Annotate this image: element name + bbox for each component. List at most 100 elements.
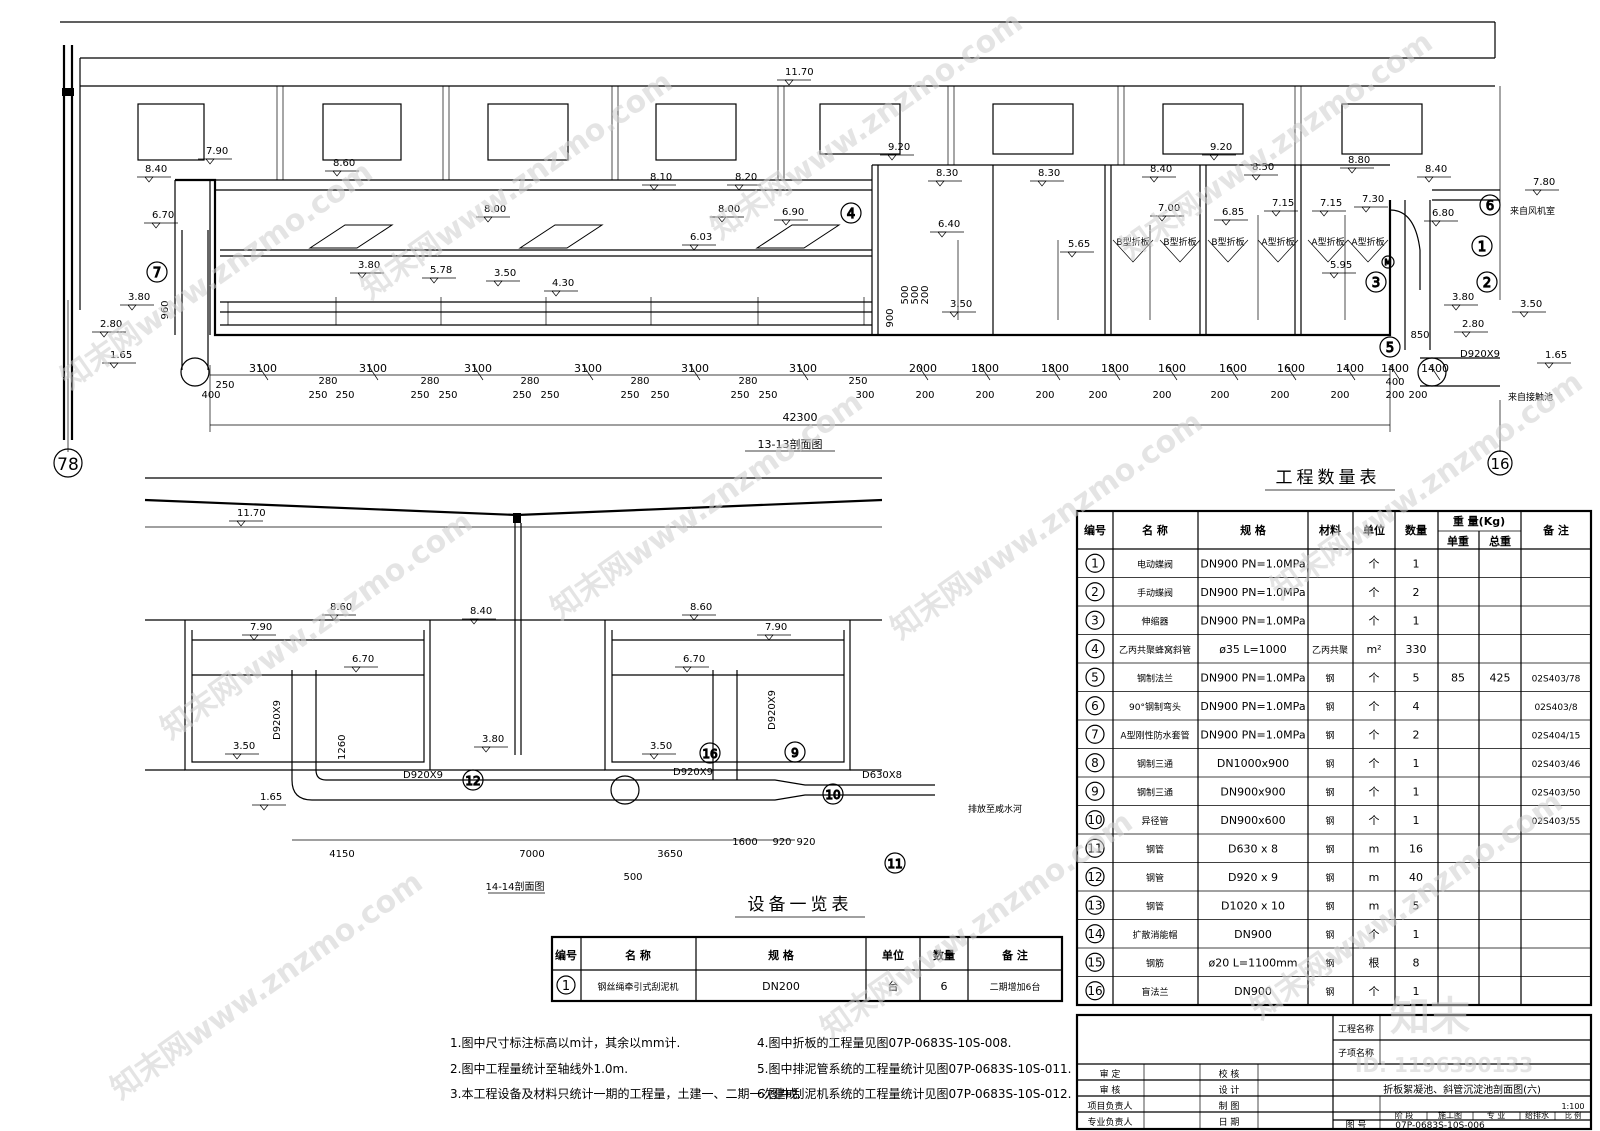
stage-label: 阶 段 bbox=[1395, 1110, 1414, 1120]
equipment-header: 备 注 bbox=[1001, 948, 1028, 962]
elevation-label: 7.80 bbox=[1533, 177, 1555, 188]
note-blower-room: 来自风机室 bbox=[1510, 205, 1555, 217]
quantity-header: 数量 bbox=[1405, 523, 1427, 537]
elevation-label: 6.85 bbox=[1222, 207, 1244, 218]
elevation-marker bbox=[1361, 206, 1371, 213]
quantity-cell: 8 bbox=[1413, 956, 1420, 969]
dimension-label: 500 bbox=[900, 285, 911, 304]
callout-number: 10 bbox=[825, 788, 840, 802]
note-line: 4.图中折板的工程量见图07P-0683S-10S-008. bbox=[757, 1035, 1011, 1050]
dimension-label: 1400 bbox=[1381, 362, 1409, 375]
equipment-cell: 二期增加6台 bbox=[990, 981, 1041, 993]
elevation-label: 5.95 bbox=[1330, 260, 1352, 271]
quantity-cell: 盲法兰 bbox=[1141, 986, 1168, 998]
dimension-label: 200 bbox=[975, 390, 994, 401]
quantity-cell: 7 bbox=[1091, 727, 1099, 741]
quantity-cell: 电动蝶阀 bbox=[1137, 558, 1173, 570]
elevation-label: 9.20 bbox=[888, 142, 910, 153]
dimension-label: 250 bbox=[540, 390, 559, 401]
dimension-label: 280 bbox=[520, 376, 539, 387]
quantity-cell: DN900 PN=1.0MPa bbox=[1200, 586, 1305, 599]
plate-label: B型折板 bbox=[1211, 236, 1244, 248]
scale-value: 1:100 bbox=[1561, 1102, 1584, 1111]
quantity-cell: 1 bbox=[1413, 757, 1420, 770]
elevation-marker bbox=[935, 180, 945, 187]
quantity-cell: 个 bbox=[1369, 928, 1380, 941]
row-number-circle bbox=[1085, 610, 1105, 630]
dimension-label: 1800 bbox=[1101, 362, 1129, 375]
equipment-header: 数量 bbox=[933, 948, 955, 962]
axis-left-label: 78 bbox=[57, 455, 79, 475]
row-number-circle bbox=[1085, 895, 1105, 915]
note-line: 5.图中排泥管系统的工程量统计见图07P-0683S-10S-011. bbox=[757, 1061, 1071, 1076]
elevation-marker bbox=[937, 231, 947, 238]
quantity-cell: 3 bbox=[1091, 613, 1099, 627]
elevation-label: 3.50 bbox=[1520, 299, 1542, 310]
plate-frame bbox=[1159, 239, 1201, 263]
quantity-cell: 钢制法兰 bbox=[1137, 672, 1173, 684]
title-block-cell: 校 核 bbox=[1219, 1068, 1240, 1080]
elevation-label: 7.90 bbox=[206, 146, 228, 157]
callout-number: 12 bbox=[465, 774, 480, 788]
quantity-cell: 330 bbox=[1406, 643, 1427, 656]
elevation-marker bbox=[259, 804, 269, 811]
quantity-cell: 15 bbox=[1087, 955, 1102, 969]
quantity-cell: 个 bbox=[1369, 728, 1380, 741]
callout-number: 1 bbox=[1478, 240, 1486, 255]
elevation-marker bbox=[1149, 176, 1159, 183]
quantity-cell: DN900 PN=1.0MPa bbox=[1200, 700, 1305, 713]
quantity-cell: 个 bbox=[1369, 671, 1380, 684]
elevation-marker bbox=[764, 634, 774, 641]
elevation-label: 8.40 bbox=[1150, 164, 1172, 175]
elevation-label: 3.50 bbox=[494, 268, 516, 279]
elevation-label: 3.50 bbox=[233, 741, 255, 752]
drawing-name: 折板絮凝池、斜管沉淀池剖面图(六) bbox=[1383, 1083, 1541, 1096]
elevation-label: 7.90 bbox=[765, 622, 787, 633]
quantity-cell: 425 bbox=[1490, 671, 1511, 684]
plate-label: A型折板 bbox=[1261, 236, 1294, 248]
row-number-circle bbox=[1085, 582, 1105, 602]
elevation-marker bbox=[1319, 210, 1329, 217]
elevation-marker bbox=[1067, 251, 1077, 258]
quantity-cell: 11 bbox=[1087, 841, 1102, 855]
callout-circle bbox=[1379, 336, 1401, 358]
dimension-label: 250 bbox=[758, 390, 777, 401]
dimension-label: 1800 bbox=[971, 362, 999, 375]
quantity-cell: 5 bbox=[1413, 899, 1420, 912]
title-block-cell: 制 图 bbox=[1219, 1100, 1240, 1112]
elevation-marker bbox=[1037, 180, 1047, 187]
quantity-header: 编号 bbox=[1084, 523, 1106, 537]
row-number-circle bbox=[1085, 981, 1105, 1001]
quantity-cell: DN900x600 bbox=[1220, 814, 1285, 827]
elevation-label: 8.00 bbox=[718, 204, 740, 215]
elevation-label: 6.80 bbox=[1432, 208, 1454, 219]
pipe-label-2: D920X9 bbox=[403, 770, 443, 781]
watermark-text: 知末网www.znzmo.com bbox=[355, 65, 680, 307]
dimension-label: 3100 bbox=[359, 362, 387, 375]
elevation-label: 8.40 bbox=[145, 164, 167, 175]
elevation-label: 6.40 bbox=[938, 219, 960, 230]
elevation-label: 8.30 bbox=[1038, 168, 1060, 179]
quantity-cell: 乙丙共聚 bbox=[1312, 645, 1348, 656]
elevation-marker bbox=[649, 184, 659, 191]
notes: 1.图中尺寸标注标高以m计，其余以mm计.2.图中工程量统计至轴线外1.0m.3… bbox=[450, 1035, 1071, 1101]
quantity-cell: 钢 bbox=[1325, 701, 1334, 713]
plate-frame bbox=[1257, 239, 1299, 263]
quantity-cell: 6 bbox=[1091, 699, 1099, 713]
quantity-cell: 02S404/15 bbox=[1532, 731, 1581, 741]
quantity-cell: 5 bbox=[1091, 670, 1099, 684]
quantity-cell: 钢 bbox=[1325, 872, 1334, 884]
row-number-circle bbox=[1085, 838, 1105, 858]
plate-frame bbox=[1347, 239, 1389, 263]
quantity-header: 规 格 bbox=[1240, 523, 1267, 537]
equipment-cell: 钢丝绳牵引式刮泥机 bbox=[597, 981, 678, 993]
quantity-table-title: 工程数量表 bbox=[1276, 468, 1381, 488]
dimension-label: 200 bbox=[1035, 390, 1054, 401]
equipment-cell: 台 bbox=[888, 979, 899, 993]
pipe-label-5: D630X8 bbox=[862, 770, 902, 781]
quantity-cell: 扩散消能帽 bbox=[1132, 929, 1177, 941]
dimension-label: 280 bbox=[420, 376, 439, 387]
equipment-header: 名 称 bbox=[625, 948, 651, 962]
